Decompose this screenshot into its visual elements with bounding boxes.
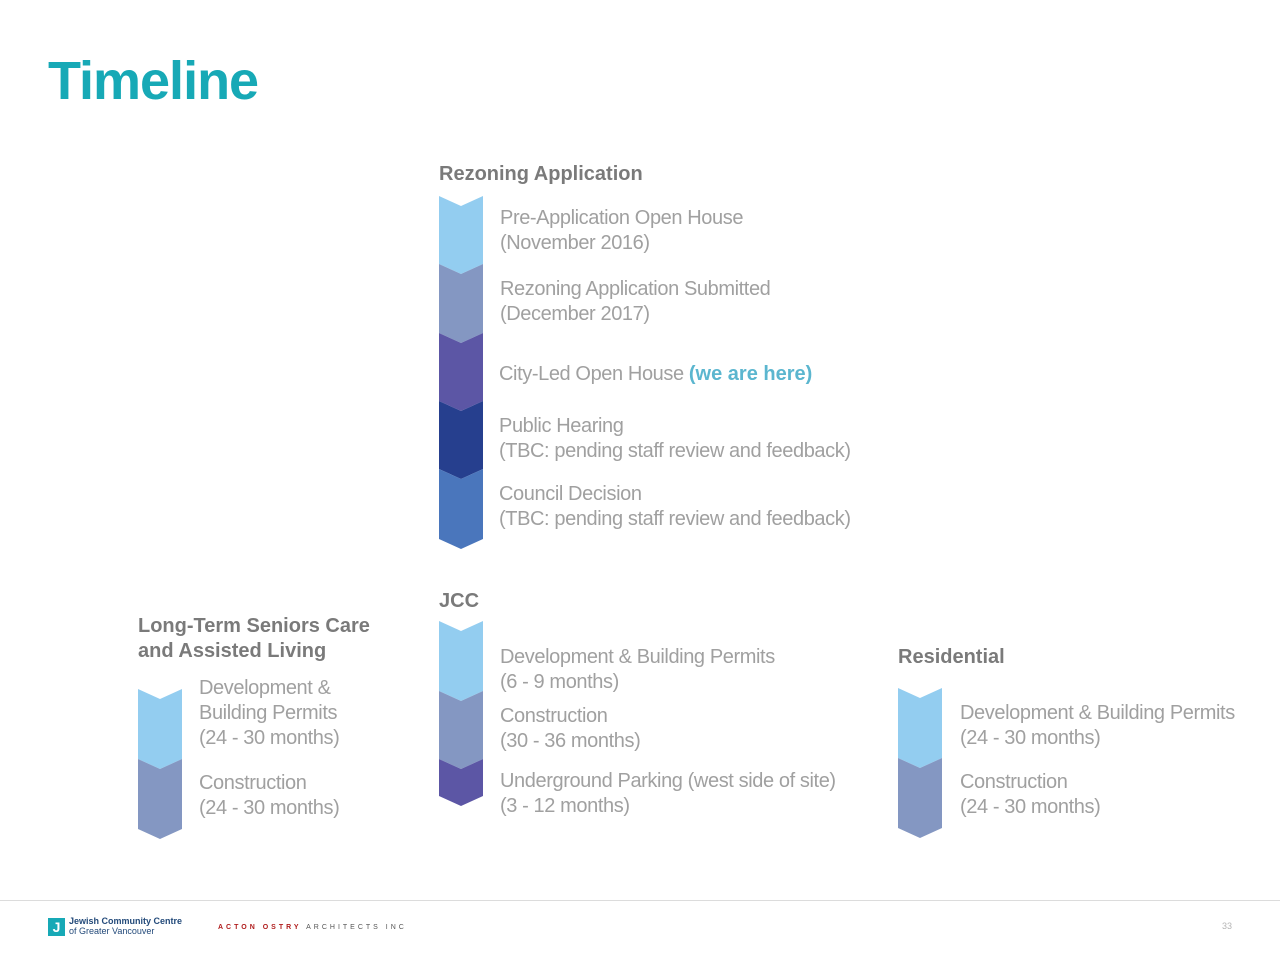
seniors-timeline-bar — [138, 689, 182, 839]
page-number: 33 — [1222, 921, 1233, 931]
seniors-step-2-chevron — [138, 759, 182, 839]
rezoning-heading: Rezoning Application — [439, 163, 643, 185]
seniors-step-1-chevron — [138, 689, 182, 769]
seniors-item-1: Development & Building Permits (24 - 30 … — [199, 677, 340, 749]
rezoning-item-4: Public Hearing (TBC: pending staff revie… — [499, 415, 851, 462]
seniors-item-2: Construction (24 - 30 months) — [199, 772, 340, 819]
we-are-here-marker: (we are here) — [688, 363, 813, 385]
residential-heading: Residential — [898, 646, 1005, 668]
jcc-step-2-chevron — [439, 691, 483, 769]
jcc-step-1-chevron — [439, 621, 483, 701]
page-title: Timeline — [48, 51, 259, 111]
jcc-timeline-bar — [439, 621, 483, 806]
rezoning-timeline-bar — [439, 196, 483, 549]
rezoning-item-5: Council Decision (TBC: pending staff rev… — [499, 483, 851, 530]
residential-item-1: Development & Building Permits (24 - 30 … — [960, 702, 1235, 749]
rezoning-step-3-chevron — [439, 333, 483, 411]
residential-timeline-bar — [898, 688, 942, 838]
architect-logo: ACTON OSTRY ARCHITECTS INC — [218, 924, 407, 931]
residential-step-1-chevron — [898, 688, 942, 768]
seniors-heading: Long-Term Seniors Care and Assisted Livi… — [138, 615, 370, 662]
residential-step-2-chevron — [898, 758, 942, 838]
rezoning-step-1-chevron — [439, 196, 483, 274]
jcc-step-3-chevron — [439, 759, 483, 806]
footer-divider — [0, 900, 1280, 901]
rezoning-step-2-chevron — [439, 264, 483, 343]
residential-item-2: Construction (24 - 30 months) — [960, 771, 1101, 818]
rezoning-item-3: City-Led Open House (we are here) — [499, 363, 813, 385]
rezoning-item-1: Pre-Application Open House (November 201… — [500, 207, 744, 254]
rezoning-step-5-chevron — [439, 469, 483, 549]
jcc-heading: JCC — [439, 590, 480, 612]
jcc-logo-icon: J — [48, 918, 65, 936]
rezoning-step-4-chevron — [439, 401, 483, 479]
jcc-item-1: Development & Building Permits (6 - 9 mo… — [500, 646, 775, 693]
jcc-item-3: Underground Parking (west side of site) … — [500, 770, 836, 817]
rezoning-item-2: Rezoning Application Submitted (December… — [500, 278, 771, 325]
jcc-item-2: Construction (30 - 36 months) — [500, 705, 641, 752]
jcc-logo-text: Jewish Community Centre of Greater Vanco… — [69, 916, 183, 936]
